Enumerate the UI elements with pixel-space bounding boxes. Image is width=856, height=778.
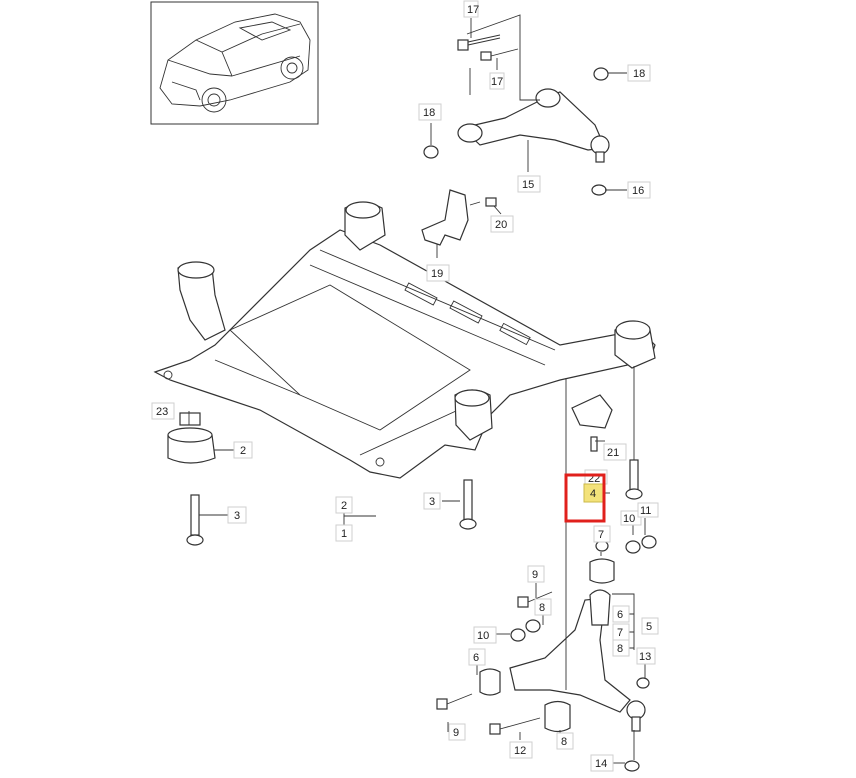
label-12: 12 bbox=[514, 745, 526, 757]
label-19: 19 bbox=[431, 268, 443, 280]
label-9-bottom: 9 bbox=[453, 727, 459, 739]
highlight-frame bbox=[564, 473, 606, 523]
vehicle-thumbnail bbox=[150, 1, 319, 125]
label-2-bottom: 2 bbox=[341, 500, 347, 512]
label-2-right: 2 bbox=[240, 445, 246, 457]
label-1: 1 bbox=[341, 528, 347, 540]
upper-bolts bbox=[423, 34, 609, 196]
label-13: 13 bbox=[639, 651, 651, 663]
label-10-right: 10 bbox=[623, 513, 635, 525]
upper-control-arm bbox=[457, 88, 610, 163]
label-7-top: 7 bbox=[598, 529, 604, 541]
label-18-left: 18 bbox=[423, 107, 435, 119]
label-11: 11 bbox=[640, 505, 651, 517]
label-3-left: 3 bbox=[234, 510, 240, 522]
label-18-right: 18 bbox=[633, 68, 645, 80]
label-17: 17 bbox=[491, 76, 503, 88]
level-sensor bbox=[421, 189, 497, 246]
left-mount bbox=[167, 412, 643, 546]
label-4-highlighted: 4 bbox=[590, 488, 596, 500]
label-15: 15 bbox=[522, 179, 534, 191]
label-7: 7 bbox=[617, 627, 623, 639]
label-17-top: 17 bbox=[467, 4, 479, 16]
subframe-assembly bbox=[153, 201, 656, 479]
label-21: 21 bbox=[607, 447, 619, 459]
label-10-left: 10 bbox=[477, 630, 489, 642]
label-23: 23 bbox=[156, 406, 168, 418]
label-16: 16 bbox=[632, 185, 644, 197]
label-14: 14 bbox=[595, 758, 607, 770]
bracket bbox=[571, 394, 613, 452]
label-9-top: 9 bbox=[532, 569, 538, 581]
label-8-right: 8 bbox=[617, 643, 623, 655]
label-20: 20 bbox=[495, 219, 507, 231]
label-6-left: 6 bbox=[473, 652, 479, 664]
label-8-upper: 8 bbox=[539, 602, 545, 614]
label-3-middle: 3 bbox=[429, 496, 435, 508]
label-5: 5 bbox=[646, 621, 652, 633]
label-8-bottom: 8 bbox=[561, 736, 567, 748]
leader-lines bbox=[188, 14, 646, 764]
label-6-right: 6 bbox=[617, 609, 623, 621]
lower-control-arm bbox=[436, 535, 657, 772]
